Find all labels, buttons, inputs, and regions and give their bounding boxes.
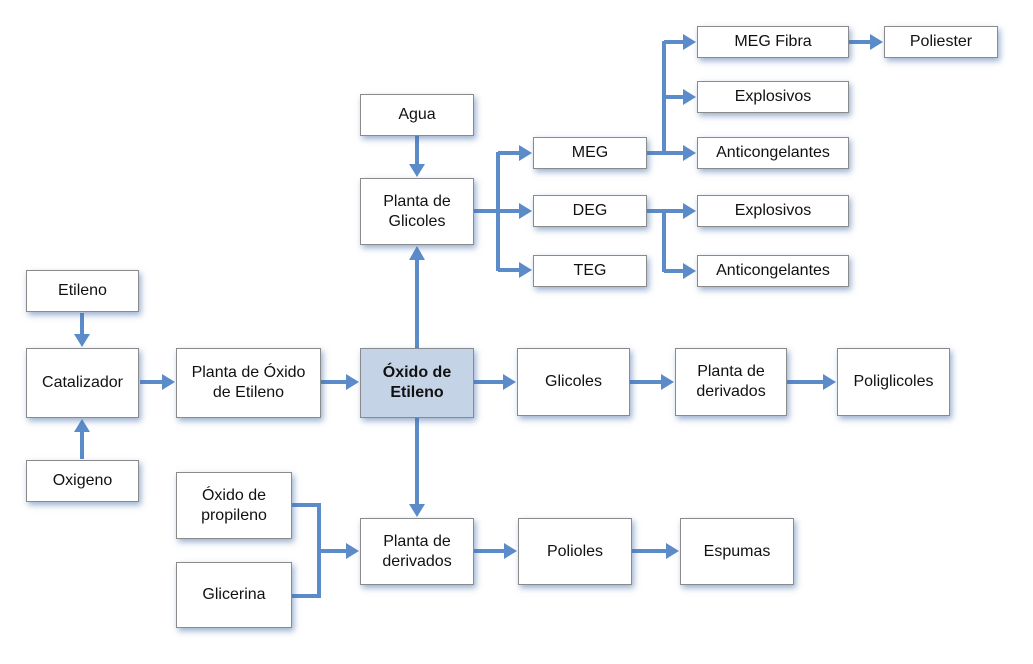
node-oxigeno: Oxigeno — [26, 460, 139, 502]
arrow-head-to-anticongelantes-2 — [683, 263, 696, 279]
node-poliester: Poliester — [884, 26, 998, 58]
node-oxido-propileno: Óxido de propileno — [176, 472, 292, 539]
arrow-head-oxido-glicoles — [503, 374, 516, 390]
arrow-head-polioles-espumas — [666, 543, 679, 559]
node-planta-glicoles: Planta de Glicoles — [360, 178, 474, 245]
node-catalizador: Catalizador — [26, 348, 139, 418]
node-meg: MEG — [533, 137, 647, 169]
node-explosivos-2: Explosivos — [697, 195, 849, 227]
node-explosivos-1: Explosivos — [697, 81, 849, 113]
node-glicoles: Glicoles — [517, 348, 630, 416]
arrow-head-oxigeno-catalizador — [74, 419, 90, 432]
node-anticongelantes-1: Anticongelantes — [697, 137, 849, 169]
arrow-head-derivados-polioles — [504, 543, 517, 559]
arrow-head-etileno-catalizador — [74, 334, 90, 347]
node-polioles: Polioles — [518, 518, 632, 585]
arrow-head-planta-oxido — [346, 374, 359, 390]
node-glicerina: Glicerina — [176, 562, 292, 628]
arrow-head-to-explosivos-2 — [683, 203, 696, 219]
arrow-head-to-meg — [519, 145, 532, 161]
arrow-head-agua-planta-glicoles — [409, 164, 425, 177]
node-planta-derivados-2: Planta de derivados — [360, 518, 474, 585]
node-planta-derivados-1: Planta de derivados — [675, 348, 787, 416]
node-oxido-etileno: Óxido de Etileno — [360, 348, 474, 418]
node-anticongelantes-2: Anticongelantes — [697, 255, 849, 287]
arrow-head-to-derivados-2 — [346, 543, 359, 559]
arrow-head-to-teg — [519, 262, 532, 278]
node-etileno: Etileno — [26, 270, 139, 312]
node-agua: Agua — [360, 94, 474, 136]
arrow-head-to-anticongelantes-1 — [683, 145, 696, 161]
node-deg: DEG — [533, 195, 647, 227]
node-teg: TEG — [533, 255, 647, 287]
node-espumas: Espumas — [680, 518, 794, 585]
arrow-head-oxido-planta-glicoles — [409, 246, 425, 260]
arrow-head-catalizador-planta — [162, 374, 175, 390]
node-poliglicoles: Poliglicoles — [837, 348, 950, 416]
arrow-head-derivados-poliglicoles — [823, 374, 836, 390]
arrow-head-to-meg-fibra — [683, 34, 696, 50]
arrow-head-to-deg — [519, 203, 532, 219]
arrow-head-to-explosivos-1 — [683, 89, 696, 105]
node-meg-fibra: MEG Fibra — [697, 26, 849, 58]
arrow-head-oxido-derivados-2 — [409, 504, 425, 517]
arrow-head-glicoles-derivados — [661, 374, 674, 390]
arrow-head-fibra-poliester — [870, 34, 883, 50]
node-planta-oxido-etileno: Planta de Óxido de Etileno — [176, 348, 321, 418]
